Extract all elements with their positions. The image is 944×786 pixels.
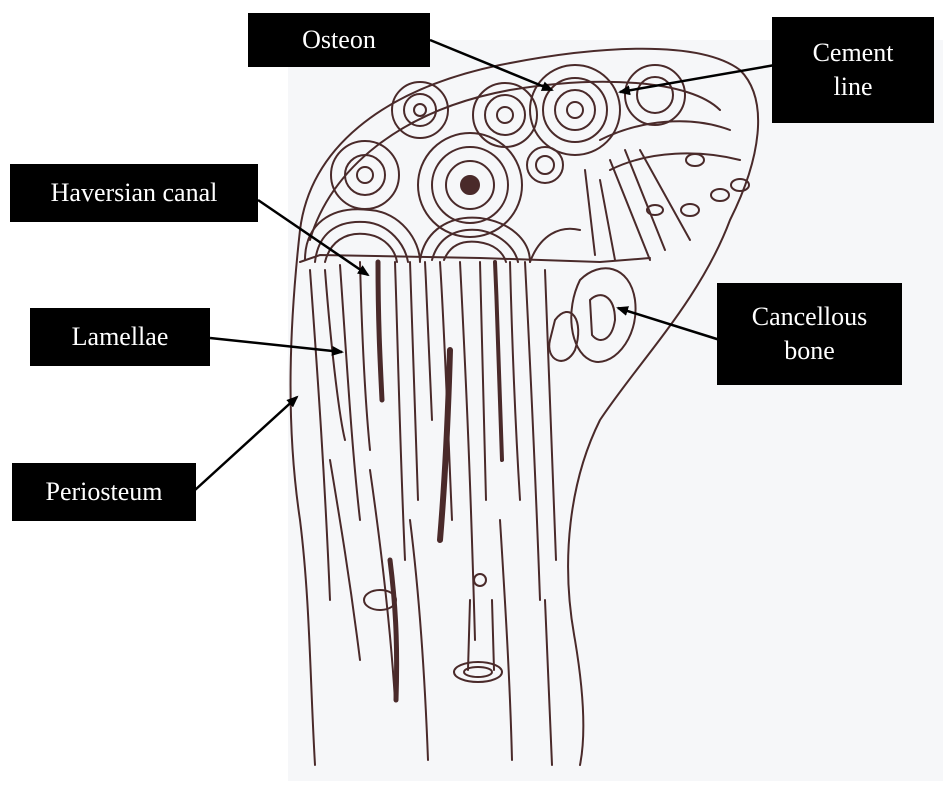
label-cement-line-line1: Cement <box>813 36 894 70</box>
label-cement-line: Cement line <box>772 17 934 123</box>
label-periosteum: Periosteum <box>12 463 196 521</box>
label-osteon: Osteon <box>248 13 430 67</box>
periosteum-arrow <box>195 397 297 490</box>
label-haversian-canal: Haversian canal <box>10 164 258 222</box>
label-cancellous-bone-line2: bone <box>784 334 835 368</box>
label-haversian-canal-text: Haversian canal <box>51 176 218 210</box>
label-osteon-text: Osteon <box>302 23 376 57</box>
label-cancellous-bone: Cancellous bone <box>717 283 902 385</box>
label-lamellae: Lamellae <box>30 308 210 366</box>
label-cancellous-bone-line1: Cancellous <box>752 300 868 334</box>
label-lamellae-text: Lamellae <box>72 320 169 354</box>
label-cement-line-line2: line <box>834 70 873 104</box>
label-periosteum-text: Periosteum <box>46 475 163 509</box>
paper-background <box>288 40 943 781</box>
